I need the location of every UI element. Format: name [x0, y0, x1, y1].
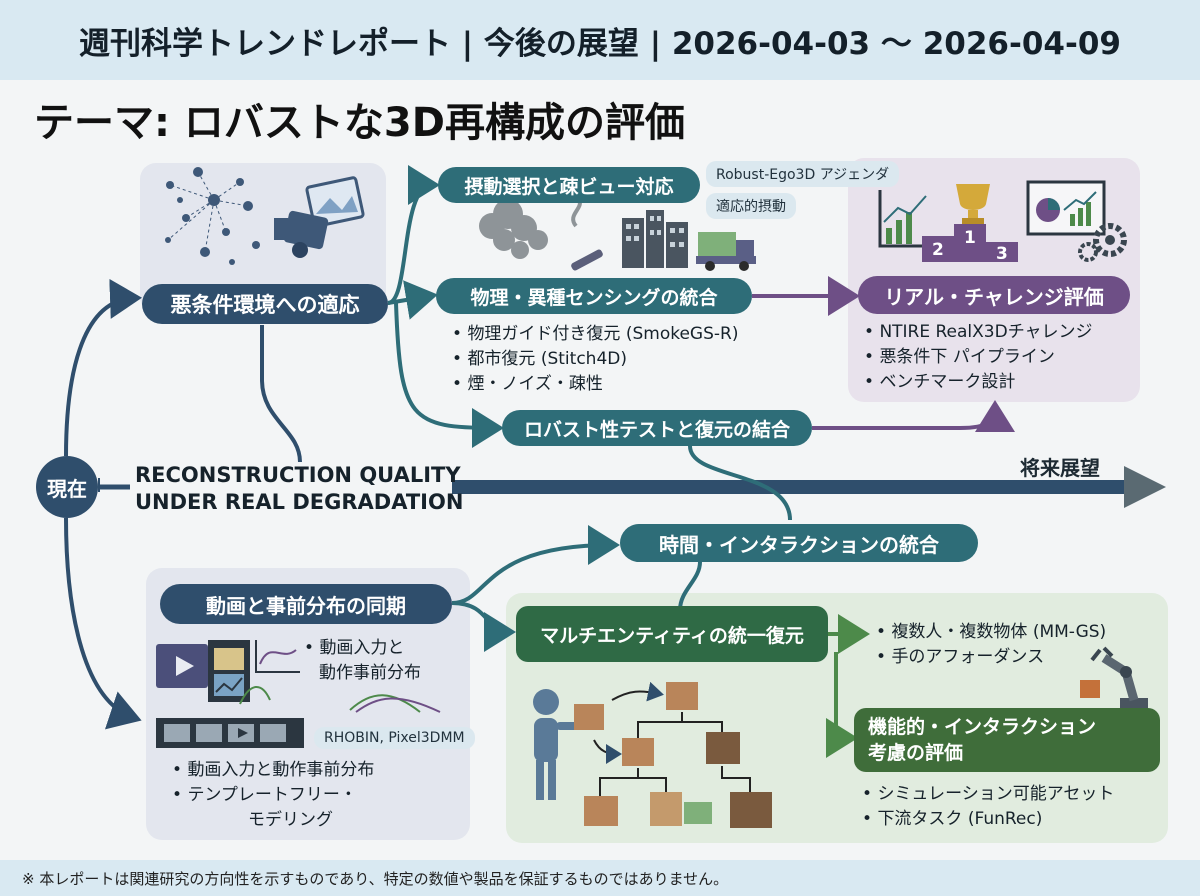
bullet-item: ベンチマーク設計 — [864, 370, 1093, 395]
bullet-item: 悪条件下 パイプライン — [864, 345, 1093, 370]
report-title: 週刊科学トレンドレポート | 今後の展望 | 2026-04-03 ～ 2026… — [79, 25, 1121, 62]
city-buildings-icon — [622, 210, 688, 268]
link-now-video — [64, 517, 142, 730]
bullet-item: 下流タスク (FunRec) — [862, 807, 1114, 832]
multi-entity-bullets: 複数人・複数物体 (MM-GS) 手のアフォーダンス — [876, 620, 1106, 670]
rhobin-tag: RHOBIN, Pixel3DMM — [314, 727, 475, 749]
motion-prior-graph-icon — [239, 640, 441, 713]
camera-icon — [274, 176, 365, 258]
robust-test-node[interactable]: ロバスト性テストと復元の結合 — [502, 410, 812, 446]
bullet-item: シミュレーション可能アセット — [862, 782, 1114, 807]
footer-text: ※ 本レポートは関連研究の方向性を示すものであり、特定の数値や製品を保証するもの… — [22, 869, 729, 888]
gear-icon — [1078, 223, 1127, 262]
video-inline-bullets: 動画入力と 動作事前分布 — [304, 636, 421, 686]
video-prior-node[interactable]: 動画と事前分布の同期 — [160, 584, 452, 624]
bullet-item: 物理ガイド付き復元 (SmokeGS-R) — [452, 322, 738, 347]
smoke-icon — [479, 199, 548, 259]
truck-icon — [696, 232, 756, 271]
bullet-item: 煙・ノイズ・疎性 — [452, 372, 738, 397]
link-adverse-robust — [394, 302, 504, 448]
robust-ego-tag: Robust-Ego3D アジェンダ — [706, 161, 900, 187]
temporal-interaction-node[interactable]: 時間・インタラクションの統合 — [620, 524, 978, 562]
real-challenge-label: リアル・チャレンジ評価 — [884, 284, 1104, 309]
footer-note: ※ 本レポートは関連研究の方向性を示すものであり、特定の数値や製品を保証するもの… — [0, 860, 1200, 896]
bullet-item: 動画入力と動作事前分布 — [172, 758, 374, 783]
physics-sensing-node[interactable]: 物理・異種センシングの統合 — [436, 278, 752, 314]
link-adverse-axis — [260, 325, 302, 463]
axis-label-line2: UNDER REAL DEGRADATION — [135, 490, 464, 514]
link-video-temporal — [451, 525, 620, 605]
real-challenge-node[interactable]: リアル・チャレンジ評価 — [858, 276, 1130, 314]
bullet-item: 複数人・複数物体 (MM-GS) — [876, 620, 1106, 645]
particle-network-icon — [165, 167, 260, 265]
functional-eval-node[interactable]: 機能的・インタラクション 考慮の評価 — [854, 708, 1160, 772]
trophy-icon — [956, 184, 990, 224]
bullet-item: NTIRE RealX3Dチャレンジ — [864, 320, 1092, 345]
film-strip-icon — [156, 640, 250, 702]
link-temporal-multi — [678, 561, 702, 611]
bullet-item-continued: 動作事前分布 — [319, 663, 421, 683]
link-video-multi — [451, 601, 516, 652]
presentation-board-icon — [1026, 180, 1106, 236]
functional-eval-label-line1: 機能的・インタラクション — [868, 716, 1097, 738]
podium-second-number: 2 — [932, 240, 944, 260]
temporal-interaction-label: 時間・インタラクションの統合 — [659, 532, 939, 557]
functional-bullets: シミュレーション可能アセット 下流タスク (FunRec) — [862, 782, 1114, 832]
functional-eval-label-line2: 考慮の評価 — [868, 742, 964, 764]
report-header: 週刊科学トレンドレポート | 今後の展望 | 2026-04-03 ～ 2026… — [0, 0, 1200, 80]
future-outlook-label: 将来展望 — [1020, 456, 1100, 480]
physics-sensing-label: 物理・異種センシングの統合 — [470, 286, 718, 309]
box-hierarchy-icon — [574, 681, 772, 828]
podium-third-number: 3 — [996, 244, 1008, 264]
cigarette-smoke-icon — [571, 196, 603, 271]
bullet-item-continued: モデリング — [248, 810, 333, 830]
bullet-item: 動画入力と — [304, 636, 421, 661]
robust-test-label: ロバスト性テストと復元の結合 — [523, 418, 790, 441]
perturbation-node[interactable]: 摂動選択と疎ビュー対応 — [438, 167, 700, 203]
link-adverse-physics — [387, 280, 438, 320]
theme-title: テーマ: ロバストな3D再構成の評価 — [34, 100, 685, 146]
film-reel-strip-icon — [156, 718, 304, 748]
bullet-item: テンプレートフリー・ — [172, 783, 374, 808]
challenge-bullets: NTIRE RealX3Dチャレンジ 悪条件下 パイプライン ベンチマーク設計 — [864, 320, 1093, 395]
video-prior-label: 動画と事前分布の同期 — [206, 593, 406, 618]
podium-first-number: 1 — [964, 228, 976, 248]
link-now-adverse — [64, 278, 142, 457]
bullet-item: 手のアフォーダンス — [876, 645, 1106, 670]
link-robust-temporal — [688, 445, 792, 521]
adaptive-perturbation-tag: 適応的摂動 — [706, 193, 796, 219]
link-adverse-perturb — [387, 165, 440, 305]
video-bullets: 動画入力と動作事前分布 テンプレートフリー・ モデリング — [172, 758, 374, 833]
podium-icon — [922, 224, 1018, 262]
growth-chart-icon — [878, 190, 930, 248]
now-label: 現在 — [47, 476, 87, 501]
axis-label-line1: RECONSTRUCTION QUALITY — [135, 463, 461, 487]
perturbation-label: 摂動選択と疎ビュー対応 — [464, 175, 674, 198]
axis-label: RECONSTRUCTION QUALITY UNDER REAL DEGRAD… — [135, 462, 463, 516]
bullet-item: 都市復元 (Stitch4D) — [452, 347, 738, 372]
now-marker: 現在 — [36, 456, 98, 518]
link-multi-functional — [826, 652, 858, 758]
timeline-axis — [98, 466, 1166, 508]
adverse-environment-node[interactable]: 悪条件環境への適応 — [142, 284, 388, 324]
adverse-environment-label: 悪条件環境への適応 — [170, 293, 360, 317]
multi-entity-label: マルチエンティティの統一復元 — [540, 624, 804, 647]
multi-entity-node[interactable]: マルチエンティティの統一復元 — [516, 606, 828, 662]
physics-bullets: 物理ガイド付き復元 (SmokeGS-R) 都市復元 (Stitch4D) 煙・… — [452, 322, 738, 397]
link-robust-challenge — [812, 400, 1015, 433]
